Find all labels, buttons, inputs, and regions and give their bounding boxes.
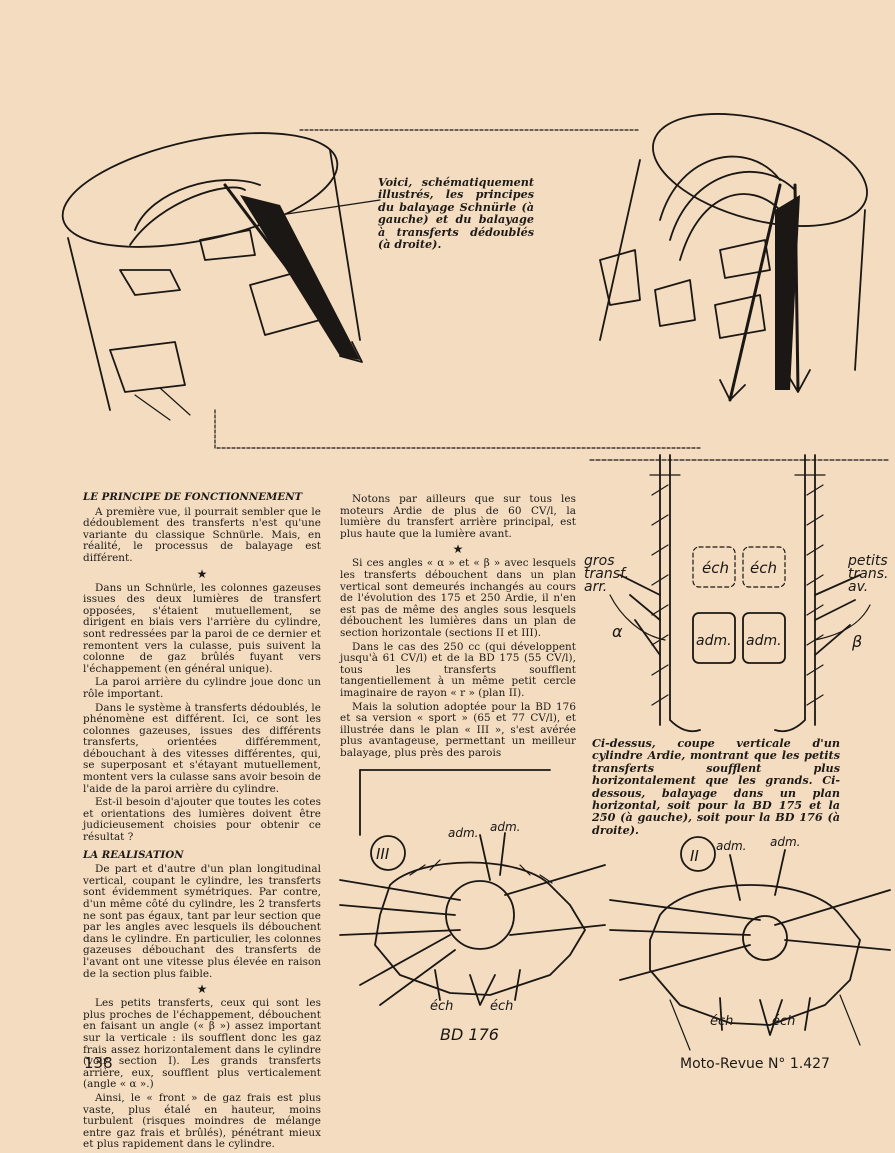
page-number: 138 xyxy=(84,1054,113,1072)
paragraph: Les petits transferts, ceux qui sont les… xyxy=(83,997,321,1091)
paragraph: Notons par ailleurs que sur tous les mot… xyxy=(340,493,576,540)
star-separator: ★ xyxy=(196,982,208,997)
plan-iii-ech-2: éch xyxy=(490,999,513,1014)
plan-iii-diagram: III adm. adm. éch éch BD 176 xyxy=(339,769,606,1044)
plan-iii-adm-2: adm. xyxy=(490,820,520,834)
paragraph: Mais la solution adoptée pour la BD 176 … xyxy=(340,700,576,759)
text-column-2: Notons par ailleurs que sur tous les mot… xyxy=(340,493,576,761)
adm-label-1: adm. xyxy=(696,633,732,649)
star-separator: ★ xyxy=(452,542,464,557)
paragraph: La paroi arrière du cylindre joue donc u… xyxy=(83,676,321,700)
plan-ii-adm-1: adm. xyxy=(716,839,746,853)
magazine-issue: Moto-Revue N° 1.427 xyxy=(680,1056,830,1072)
right-figure-caption: Ci-dessus, coupe verticale d'un cylindre… xyxy=(592,736,840,837)
paragraph: De part et d'autre d'un plan longitudina… xyxy=(83,863,321,980)
text-column-1: LE PRINCIPE DE FONCTIONNEMENT A première… xyxy=(83,491,321,1153)
plan-ii-label: II xyxy=(690,847,699,865)
dedoubles-cylinder-diagram xyxy=(599,113,868,402)
paragraph: Dans le cas des 250 cc (qui développent … xyxy=(340,640,576,699)
top-figure-caption: Voici, schématiquement illustrés, les pr… xyxy=(378,175,534,252)
paragraph: Si ces angles « α » et « β » avec lesque… xyxy=(340,557,576,639)
adm-label-2: adm. xyxy=(746,633,782,649)
plan-ii-diagram: II adm. adm. éch éch xyxy=(609,835,891,1051)
plan-ii-adm-2: adm. xyxy=(770,835,800,849)
dashed-frame xyxy=(214,129,701,449)
plan-ii-ech-2: éch xyxy=(772,1014,795,1029)
paragraph: Dans le système à transferts dédoublés, … xyxy=(83,701,321,795)
paragraph: Dans un Schnürle, les colonnes gazeuses … xyxy=(83,581,321,675)
vertical-section-diagram: éch éch adm. adm. α β xyxy=(589,454,891,733)
magazine-page: Voici, schématiquement illustrés, les pr… xyxy=(61,113,891,1150)
section-heading-principe: LE PRINCIPE DE FONCTIONNEMENT xyxy=(83,491,303,503)
schnurle-cylinder-diagram xyxy=(61,132,381,421)
plan-iii-adm-1: adm. xyxy=(448,826,478,840)
paragraph: Est-il besoin d'ajouter que toutes les c… xyxy=(83,796,321,844)
plan-iii-ech-1: éch xyxy=(430,999,453,1014)
paragraph: A première vue, il pourrait sembler que … xyxy=(83,505,321,564)
plan-iii-label: III xyxy=(376,845,390,863)
petits-trans-av-label: petits trans. av. xyxy=(848,553,889,595)
star-separator: ★ xyxy=(196,566,208,581)
paragraph: Ainsi, le « front » de gaz frais est plu… xyxy=(83,1091,321,1151)
bd176-label: BD 176 xyxy=(440,1025,499,1044)
ech-label-2: éch xyxy=(750,559,777,577)
section-heading-realisation: LA REALISATION xyxy=(83,848,184,861)
plan-ii-ech-1: éch xyxy=(710,1014,733,1029)
svg-text:α: α xyxy=(612,622,623,641)
svg-text:β: β xyxy=(851,632,862,651)
ech-label-1: éch xyxy=(702,559,729,577)
gros-transf-arr-label: gros transf. arr. xyxy=(584,553,630,595)
